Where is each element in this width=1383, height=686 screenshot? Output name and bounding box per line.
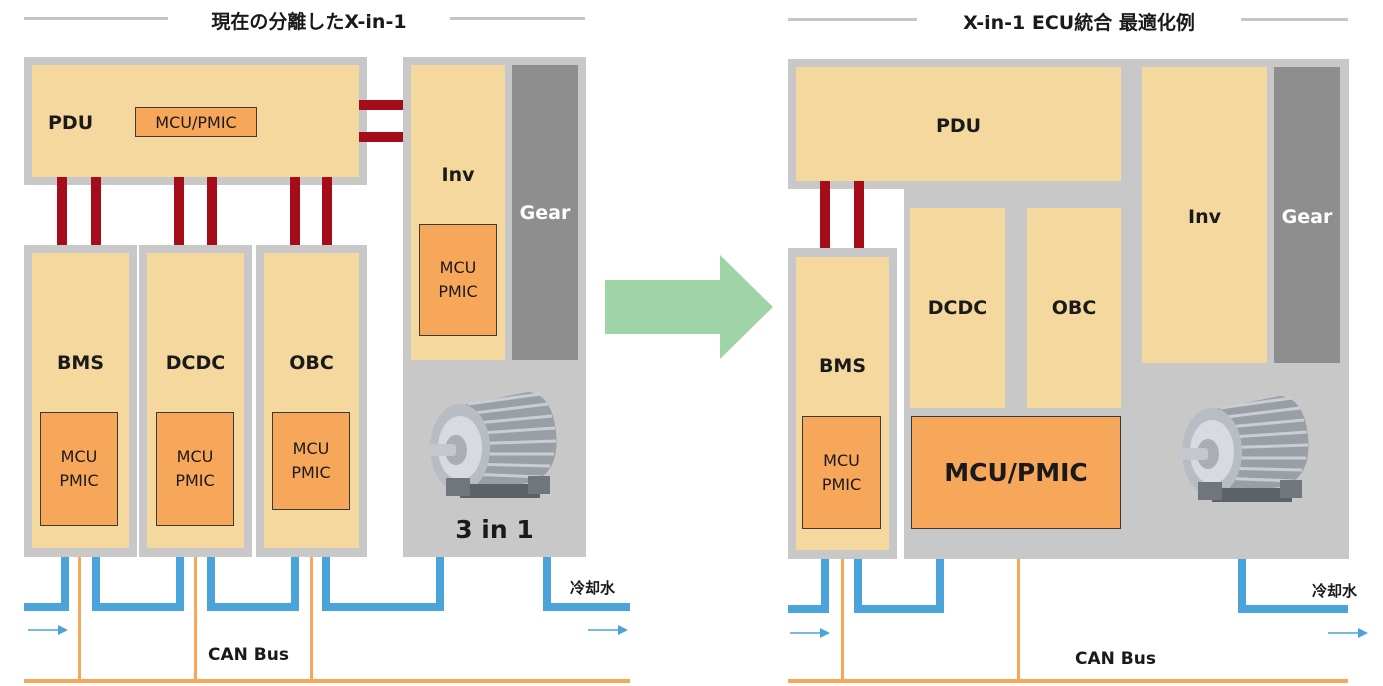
bms-mcu-pmic-chip: MCU PMIC	[802, 416, 881, 529]
coolant-flow-arrow-icon	[790, 628, 1368, 638]
chip-label-pmic: PMIC	[59, 471, 99, 490]
hv-cable	[290, 177, 300, 255]
chip-label-mcu: MCU	[439, 258, 477, 277]
obc-mcu-pmic-chip: MCU PMIC	[272, 412, 350, 510]
can-bus-label: CAN Bus	[208, 645, 289, 665]
left-coolant-pipes	[24, 556, 630, 635]
hv-cable	[322, 177, 332, 255]
gear-module	[1274, 67, 1340, 363]
coolant-label: 冷却水	[570, 579, 616, 597]
left-title: 現在の分離したX-in-1	[168, 7, 450, 34]
motor-icon	[426, 392, 557, 498]
gear-module	[512, 65, 578, 360]
hv-cable	[57, 177, 67, 255]
inv-label: Inv	[441, 164, 475, 186]
can-bus-line	[788, 679, 1348, 683]
hv-cable	[854, 181, 864, 257]
can-drop	[841, 527, 844, 682]
pdu-module	[796, 67, 1121, 181]
hv-cable	[91, 177, 101, 255]
right-title: X-in-1 ECU統合 最適化例	[917, 8, 1241, 35]
can-drop	[1017, 527, 1020, 682]
right-coolant-pipes	[788, 556, 1368, 638]
dcdc-mcu-pmic-chip: MCU PMIC	[156, 412, 234, 526]
chip-label-pmic: PMIC	[438, 282, 478, 301]
bms-label: BMS	[56, 352, 105, 374]
gear-label: Gear	[1281, 206, 1333, 228]
inv-label: Inv	[1188, 206, 1221, 228]
chip-label-mcu: MCU	[823, 450, 860, 470]
gear-label: Gear	[519, 202, 571, 224]
can-bus-label: CAN Bus	[1075, 649, 1156, 669]
can-drop	[78, 526, 81, 682]
dcdc-label: DCDC	[927, 297, 988, 319]
obc-label: OBC	[1051, 297, 1097, 319]
three-in-one-label: 3 in 1	[455, 515, 534, 544]
dcdc-module	[910, 208, 1005, 408]
hv-cable	[359, 132, 411, 142]
chip-label-mcu: MCU	[176, 447, 214, 466]
can-drop	[194, 526, 197, 682]
inv-mcu-pmic-chip: MCU PMIC	[419, 224, 497, 336]
bms-mcu-pmic-chip: MCU PMIC	[40, 412, 118, 526]
chip-label-mcu: MCU	[292, 439, 330, 458]
transition-arrow-icon	[605, 255, 773, 359]
hv-cable	[359, 100, 411, 110]
hv-cable	[820, 181, 830, 257]
coolant-flow-arrow-icon	[28, 625, 628, 635]
pdu-label: PDU	[935, 115, 982, 137]
obc-module	[1027, 208, 1121, 408]
chip-label-pmic: PMIC	[821, 474, 862, 494]
chip-label-mcu: MCU	[60, 447, 98, 466]
coolant-label: 冷却水	[1312, 582, 1358, 600]
chip-label-pmic: PMIC	[291, 463, 331, 482]
motor-icon	[1178, 396, 1309, 502]
hv-cable	[174, 177, 184, 255]
integrated-mcu-pmic-chip: MCU/PMIC	[911, 416, 1121, 529]
obc-label: OBC	[289, 352, 334, 374]
dcdc-label: DCDC	[165, 352, 226, 374]
bms-label: BMS	[818, 355, 867, 377]
inv-module	[1142, 67, 1267, 363]
can-drop	[310, 510, 313, 682]
pdu-mcu-pmic-chip: MCU/PMIC	[135, 107, 257, 137]
can-bus-line	[24, 679, 630, 683]
chip-label-pmic: PMIC	[175, 471, 215, 490]
hv-cable	[207, 177, 217, 255]
pdu-label: PDU	[48, 112, 94, 134]
